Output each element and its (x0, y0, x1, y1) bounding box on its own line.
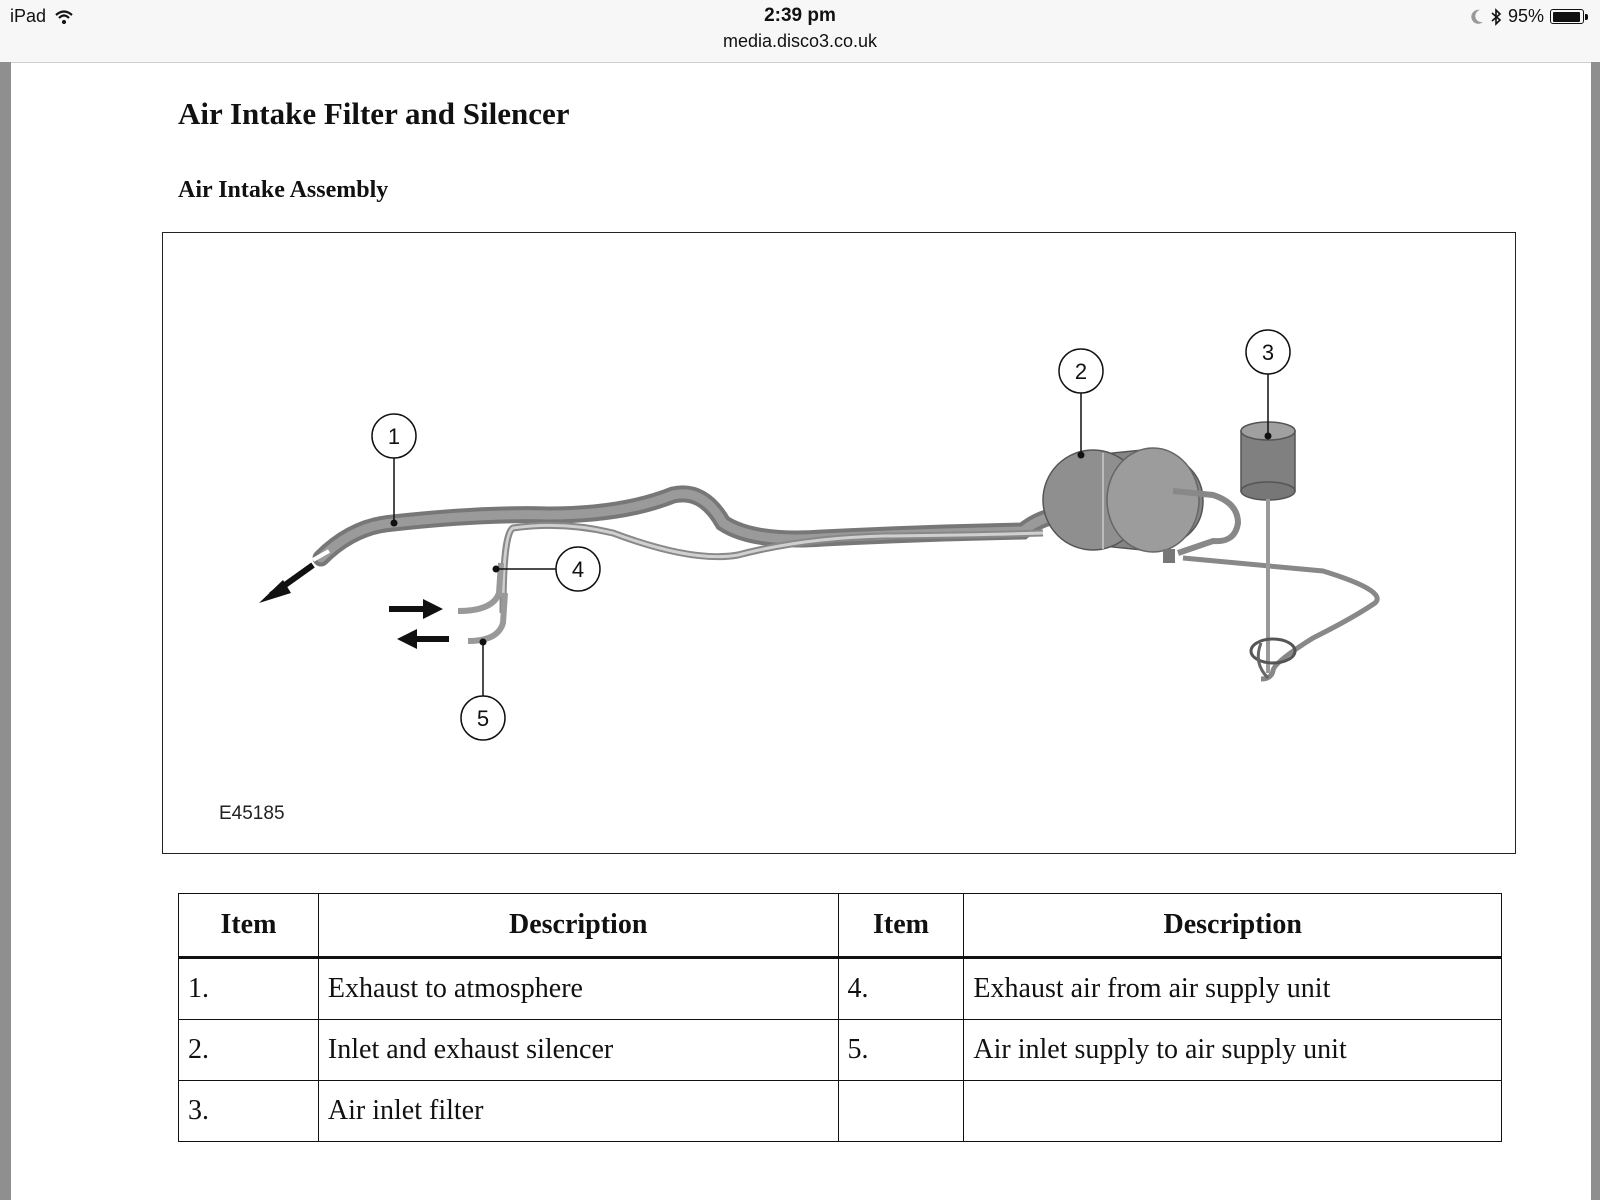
exhaust-branch-pipe (467, 592, 508, 644)
filter-feed-pipe (1182, 555, 1380, 682)
callout-5: 5 (460, 695, 506, 741)
item-description: Exhaust air from air supply unit (963, 957, 1502, 1020)
item-number: 4. (837, 957, 965, 1020)
status-right: 95% (1470, 6, 1588, 27)
status-center: 2:39 pm media.disco3.co.uk (0, 5, 1600, 52)
exhaust-arrow-icon (259, 562, 315, 603)
bluetooth-icon (1491, 7, 1502, 26)
table-header-row: Item Description Item Description (178, 893, 1502, 959)
callout-1: 1 (371, 413, 417, 459)
section-title: Air Intake Assembly (178, 177, 389, 203)
parts-table: Item Description Item Description 1. Exh… (178, 893, 1502, 1142)
item-number: 5. (837, 1019, 965, 1081)
svg-text:3: 3 (1262, 340, 1274, 365)
svg-text:5: 5 (477, 706, 489, 731)
item-description (963, 1080, 1502, 1142)
device-name: iPad (10, 6, 47, 26)
svg-text:2: 2 (1075, 359, 1087, 384)
svg-text:4: 4 (572, 557, 584, 582)
inlet-branch-pipe (457, 562, 504, 614)
callout-2: 2 (1058, 348, 1104, 394)
header-description: Description (317, 893, 839, 959)
air-filter (1240, 421, 1297, 680)
left-margin-bar (0, 62, 11, 1200)
header-item: Item (837, 893, 965, 959)
item-description: Inlet and exhaust silencer (317, 1019, 839, 1081)
return-arrow-icon (397, 629, 449, 649)
header-item: Item (178, 893, 319, 959)
figure-code: E45185 (219, 803, 285, 824)
right-margin-bar (1591, 62, 1600, 1200)
item-description: Air inlet filter (317, 1080, 839, 1142)
svg-text:1: 1 (388, 424, 400, 449)
item-description: Air inlet supply to air supply unit (963, 1019, 1502, 1081)
moon-icon (1471, 9, 1483, 24)
item-number: 1. (178, 957, 319, 1020)
item-number (837, 1080, 965, 1142)
item-number: 3. (178, 1080, 319, 1142)
table-row: 2. Inlet and exhaust silencer 5. Air inl… (178, 1019, 1502, 1081)
battery-icon (1550, 9, 1588, 24)
status-time: 2:39 pm (764, 5, 836, 26)
callout-4: 4 (555, 546, 601, 592)
item-description: Exhaust to atmosphere (317, 957, 839, 1020)
assembly-diagram: 1 2 3 4 5 (259, 329, 1380, 741)
item-number: 2. (178, 1019, 319, 1081)
battery-percent: 95% (1507, 6, 1544, 26)
table-row: 1. Exhaust to atmosphere 4. Exhaust air … (178, 957, 1502, 1020)
address-url[interactable]: media.disco3.co.uk (722, 31, 878, 51)
wifi-icon (55, 9, 73, 24)
header-description: Description (963, 893, 1502, 959)
table-row: 3. Air inlet filter (178, 1080, 1502, 1142)
inlet-arrow-icon (389, 599, 443, 619)
status-bar: iPad 2:39 pm media.disco3.co.uk 95% (0, 0, 1600, 63)
callout-3: 3 (1245, 329, 1291, 375)
status-left: iPad (10, 6, 74, 27)
silencer-canister (1042, 447, 1204, 563)
assembly-figure: 1 2 3 4 5 E45185 (162, 232, 1516, 854)
silencer-loop-pipe (1172, 488, 1242, 556)
page-title: Air Intake Filter and Silencer (178, 96, 570, 131)
